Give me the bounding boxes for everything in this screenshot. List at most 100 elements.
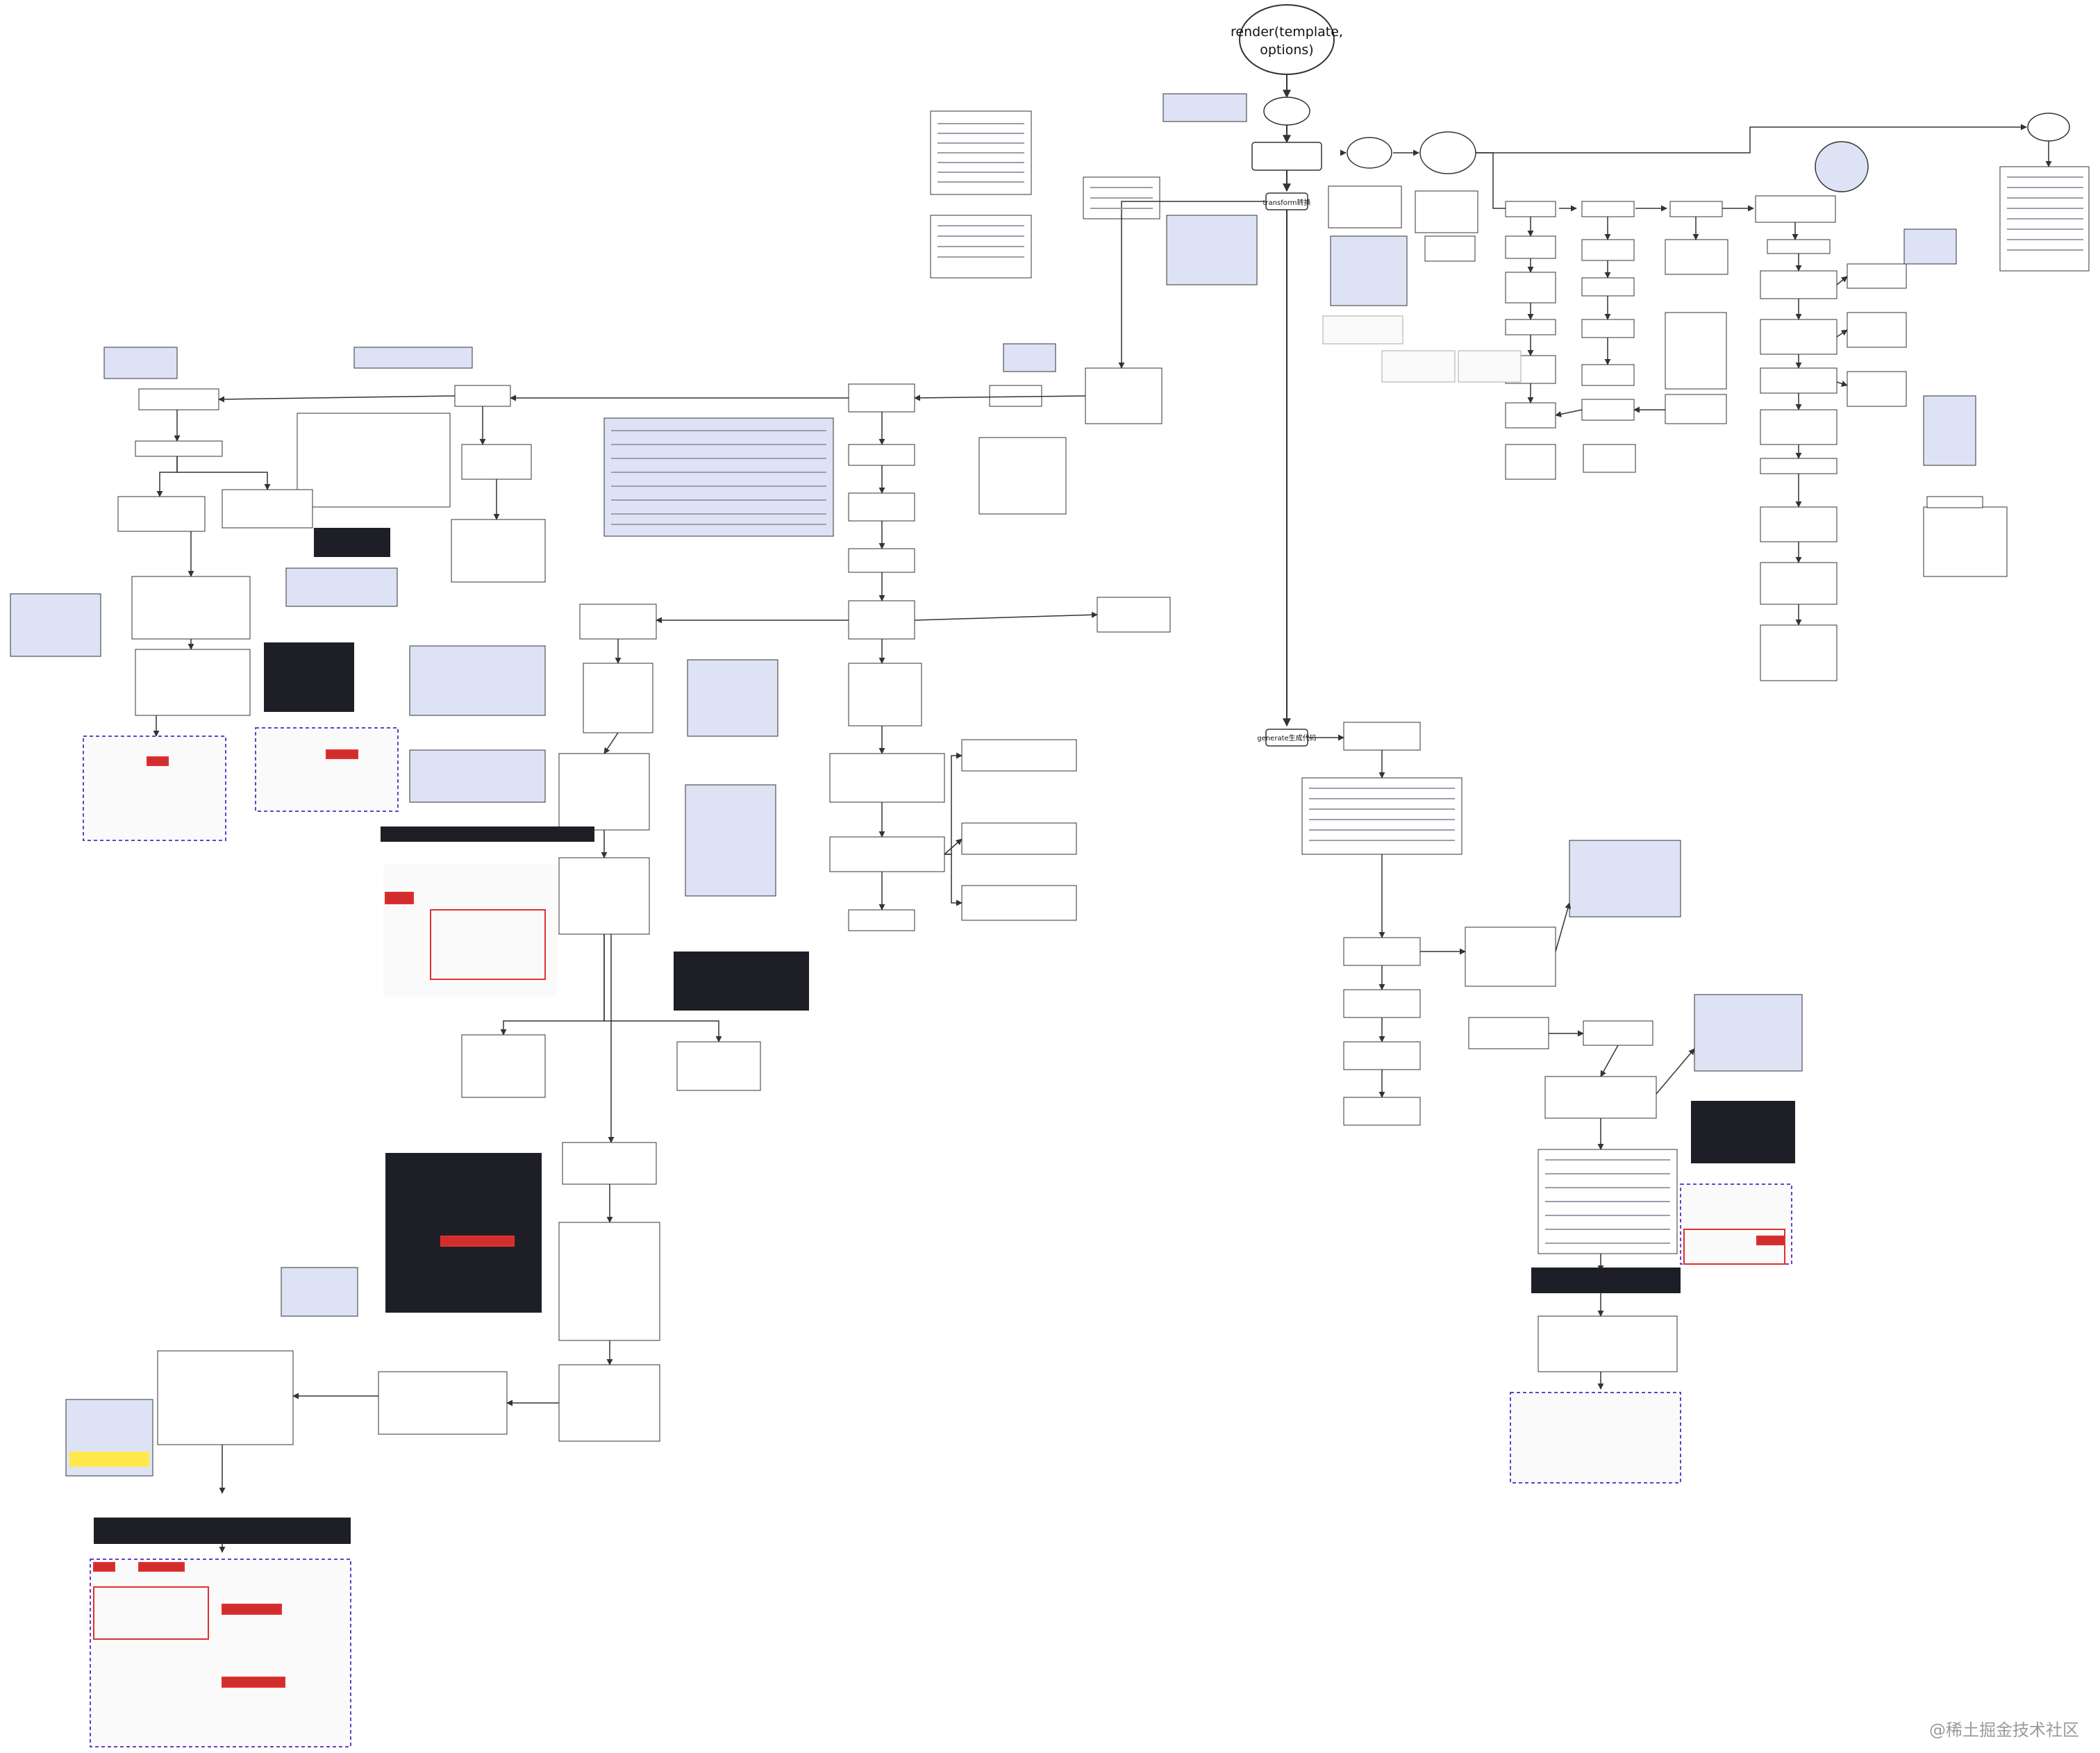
gen-step-4[interactable] (1343, 1097, 1421, 1126)
parse-col-a-2[interactable] (1505, 235, 1556, 259)
parse-col-a-6[interactable] (1505, 402, 1556, 429)
transform-step-2[interactable] (848, 492, 915, 522)
case-box-1[interactable] (961, 739, 1077, 772)
multi-child-box[interactable] (676, 1041, 761, 1091)
parse-children-node[interactable] (1419, 131, 1476, 174)
multi-root-box[interactable] (222, 489, 313, 529)
parse-col-b-1[interactable] (1581, 201, 1635, 217)
codegen-note-blue[interactable] (281, 1267, 358, 1317)
step-parse-box[interactable] (1251, 142, 1322, 171)
parse-small-c[interactable] (1505, 444, 1556, 480)
single-child-box[interactable] (461, 1034, 546, 1098)
parse-col-b-6[interactable] (1581, 399, 1635, 421)
parse-element-9[interactable] (1760, 562, 1838, 605)
parse-col-c-3[interactable] (1665, 312, 1727, 390)
create-root-codegen[interactable] (138, 388, 219, 410)
gen-import-blue[interactable] (1569, 840, 1681, 917)
root-note-blue[interactable] (103, 347, 178, 379)
gen-node-box[interactable] (1538, 1315, 1678, 1372)
generate-fn-box[interactable] (1343, 722, 1421, 751)
gen-hoists-box[interactable] (1468, 1017, 1549, 1049)
parse-col-b-5[interactable] (1581, 364, 1635, 386)
generate-context-box[interactable] (1301, 777, 1462, 855)
gen-hoists-loop[interactable] (1544, 1076, 1657, 1119)
parse-col-a-1[interactable] (1505, 201, 1556, 217)
parse-note-2[interactable] (1415, 190, 1478, 233)
parse-col-c-2[interactable] (1665, 239, 1728, 275)
static-hoist-box[interactable] (454, 385, 511, 407)
static-note-blue-2[interactable] (285, 567, 398, 607)
traverse-node-box[interactable] (848, 383, 915, 413)
context-desc-blue[interactable] (1003, 343, 1056, 372)
parse-element-4[interactable] (1760, 319, 1838, 355)
parse-col-b-4[interactable] (1581, 319, 1635, 338)
static-detail-box[interactable] (297, 413, 451, 508)
create-vnode-call-box[interactable] (558, 1364, 660, 1442)
single-root-box[interactable] (117, 496, 206, 532)
gen-step-2[interactable] (1343, 989, 1421, 1018)
traverse-note-blue[interactable] (687, 659, 778, 737)
transform-step-3[interactable] (848, 548, 915, 573)
parse-col-c-1[interactable] (1669, 201, 1723, 217)
props-box[interactable] (558, 753, 650, 831)
traverse-step-7[interactable] (848, 909, 915, 931)
create-context-box[interactable] (989, 385, 1042, 407)
parse-element-10[interactable] (1760, 624, 1838, 681)
parse-small-d[interactable] (1583, 444, 1636, 473)
children-check-box[interactable] (135, 440, 223, 457)
parse-note-1[interactable] (1328, 185, 1402, 229)
element-transform-box[interactable] (579, 604, 657, 640)
node-type-header[interactable] (1926, 496, 1983, 508)
children-box[interactable] (558, 857, 650, 935)
parse-note-4[interactable] (1424, 235, 1476, 262)
gen-hoist-note-blue[interactable] (1694, 994, 1803, 1072)
root-helpers-box[interactable] (135, 649, 251, 716)
parse-col-c-4[interactable] (1665, 394, 1727, 424)
note-bubble-node[interactable] (1815, 141, 1869, 192)
parse-attr-box[interactable] (1847, 312, 1907, 348)
gen-newline-box[interactable] (1583, 1020, 1653, 1046)
base-parse-node[interactable] (1347, 137, 1392, 169)
static-check-box[interactable] (461, 444, 532, 480)
parse-element-6[interactable] (1760, 409, 1838, 445)
parse-element-3[interactable] (1760, 270, 1838, 299)
post-transform-box[interactable] (583, 663, 653, 733)
parse-element-box[interactable] (1755, 195, 1836, 223)
parse-element-8[interactable] (1760, 506, 1838, 542)
case-box-3[interactable] (961, 885, 1077, 921)
gen-preamble-note[interactable] (1465, 927, 1556, 987)
patchflag-detail-box[interactable] (558, 1222, 660, 1341)
parse-note-3[interactable] (1330, 235, 1408, 306)
parse-col-b-2[interactable] (1581, 239, 1635, 261)
gen-preamble-box[interactable] (1343, 937, 1421, 966)
vue-note-blue[interactable] (603, 417, 834, 537)
transform-step-4[interactable] (848, 600, 915, 640)
create-root-node[interactable] (2027, 113, 2070, 142)
traverse-step-6[interactable] (829, 836, 945, 872)
children-note-blue[interactable] (685, 784, 776, 897)
parse-note-blue-1[interactable] (1903, 229, 1957, 265)
transform-step-1[interactable] (848, 444, 915, 466)
parse-dir-box[interactable] (1847, 371, 1907, 407)
parse-note-blue-2[interactable] (1923, 395, 1976, 466)
gen-step-3[interactable] (1343, 1041, 1421, 1070)
traverse-children-box[interactable] (848, 663, 922, 726)
case-box-2[interactable] (961, 822, 1077, 855)
root-node[interactable] (1239, 4, 1335, 75)
transform-context-box[interactable] (1085, 367, 1162, 424)
parse-col-b-3[interactable] (1581, 277, 1635, 297)
ast-note-blue[interactable] (1166, 215, 1258, 285)
root-note-blue-2[interactable] (10, 593, 101, 657)
parse-tag-box[interactable] (1847, 263, 1907, 289)
context-detail-box[interactable] (978, 437, 1067, 515)
node-type-box[interactable] (1923, 506, 2008, 577)
expression-transform-box[interactable] (1097, 597, 1171, 633)
parse-element-5[interactable] (1760, 367, 1838, 394)
codegen-prop-box[interactable] (157, 1350, 294, 1445)
static-type-box[interactable] (451, 519, 546, 583)
block-note-blue[interactable] (409, 645, 546, 716)
parse-element-2[interactable] (1767, 239, 1831, 254)
base-compile-node[interactable] (1263, 97, 1310, 126)
parse-element-7[interactable] (1760, 458, 1838, 474)
traverse-step-5[interactable] (829, 753, 945, 803)
